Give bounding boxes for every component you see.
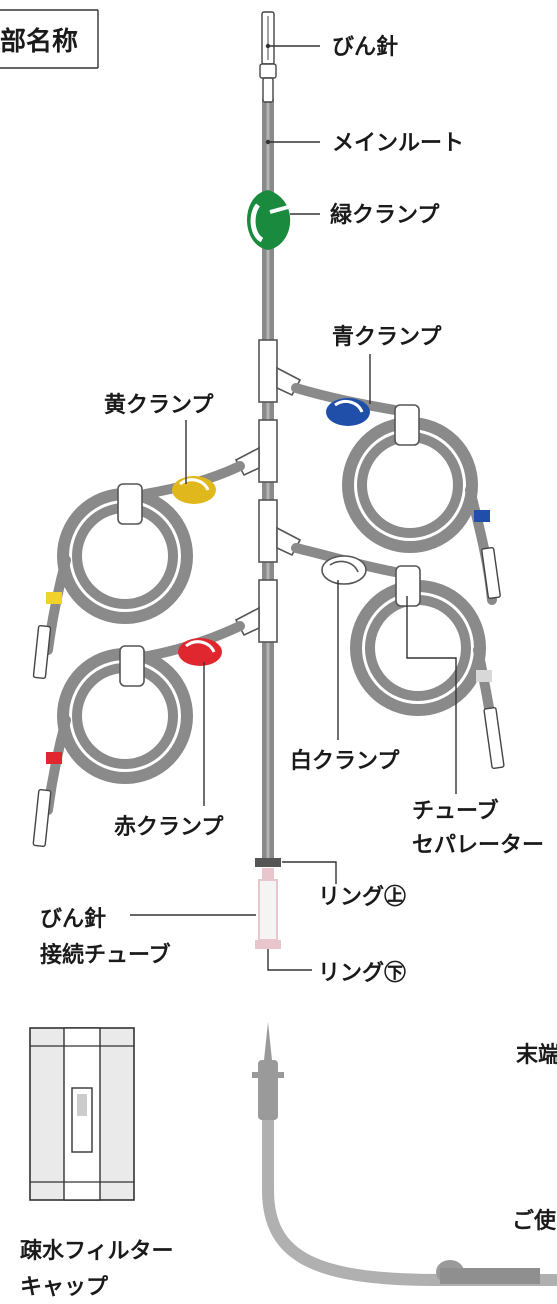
lead-separator — [406, 596, 457, 794]
green-clamp — [247, 190, 293, 250]
label-ring-upper: リング㊤ — [318, 884, 406, 910]
label-cut-1: 末端 — [516, 1043, 557, 1068]
red-needle — [32, 789, 52, 847]
filter-cap — [29, 1027, 135, 1201]
red-clamp-mark — [185, 640, 216, 653]
yellow-needle — [32, 625, 52, 679]
yellow-branch — [32, 461, 245, 679]
page-title: 部名称 — [0, 26, 78, 57]
yellow-color-band — [46, 592, 62, 604]
bin-needle-connection — [255, 858, 281, 949]
spike-flange — [252, 1072, 284, 1078]
white-coil-inner — [365, 595, 471, 701]
white-color-band — [476, 670, 492, 682]
yellow-separator — [117, 483, 143, 525]
label-cut-2: ご使 — [512, 1208, 557, 1234]
blue-separator — [394, 404, 420, 446]
label-bin-needle-tube-2: 接続チューブ — [40, 942, 171, 968]
blue-needle — [481, 546, 501, 600]
lead-dot — [265, 43, 271, 49]
white-clamp-mark — [329, 560, 359, 573]
connector-tube — [258, 879, 278, 941]
spike-tip — [264, 1022, 272, 1060]
green-clamp-roller — [269, 204, 293, 214]
leader-lines — [130, 43, 457, 971]
top-bin-needle — [259, 11, 277, 103]
tee-1 — [258, 339, 278, 403]
blue-color-band — [474, 510, 490, 522]
tee-3 — [258, 499, 278, 563]
lead-dot — [265, 139, 271, 145]
connector-pink-top — [262, 868, 274, 880]
bottom-connector — [440, 1268, 540, 1284]
white-needle — [483, 707, 505, 769]
lead-ring-lower — [267, 949, 312, 971]
label-main-route: メインルート — [332, 131, 464, 156]
header: 部名称 — [0, 9, 99, 69]
label-ring-lower: リング㊦ — [318, 960, 406, 986]
lead-ring-upper — [282, 861, 337, 884]
yellow-clamp-mark — [179, 478, 210, 491]
label-blue-clamp: 青クランプ — [332, 325, 442, 350]
red-separator — [119, 645, 145, 687]
spike-body — [258, 1060, 278, 1120]
green-clamp-grip — [250, 203, 264, 243]
ring-lower — [255, 940, 281, 949]
blue-branch — [291, 383, 501, 605]
needle-grip — [262, 77, 274, 103]
filter-cap-thread — [77, 1094, 87, 1116]
blue-coil-inner — [357, 432, 463, 538]
label-white-clamp: 白クランプ — [290, 748, 400, 774]
ring-upper — [255, 858, 281, 867]
needle-hub — [259, 63, 277, 79]
label-filter-cap-1: 疎水フィルター — [20, 1238, 174, 1264]
blue-clamp-mark — [334, 400, 364, 413]
label-tube-separator-1: チューブ — [412, 798, 499, 824]
white-branch — [291, 543, 505, 769]
label-filter-cap-2: キャップ — [20, 1275, 109, 1300]
label-tube-separator-2: セパレーター — [412, 833, 544, 858]
bottom-tube — [262, 1120, 557, 1286]
label-red-clamp: 赤クランプ — [114, 815, 224, 840]
label-yellow-clamp: 黄クランプ — [104, 393, 214, 418]
tee-4 — [258, 579, 278, 643]
yellow-tail — [43, 555, 71, 655]
red-color-band — [46, 752, 62, 764]
tee-2 — [258, 419, 278, 483]
white-separator — [395, 565, 421, 607]
white-clamp — [321, 555, 367, 585]
label-bin-needle: びん針 — [332, 34, 398, 60]
label-green-clamp: 緑クランプ — [330, 202, 440, 228]
label-bin-needle-tube-1: びん針 — [40, 906, 106, 932]
labels: びん針 メインルート 緑クランプ 青クランプ 黄クランプ 白クランプ チューブ … — [20, 34, 557, 1300]
red-branch — [32, 621, 245, 847]
bottom-illustration — [252, 1022, 557, 1286]
